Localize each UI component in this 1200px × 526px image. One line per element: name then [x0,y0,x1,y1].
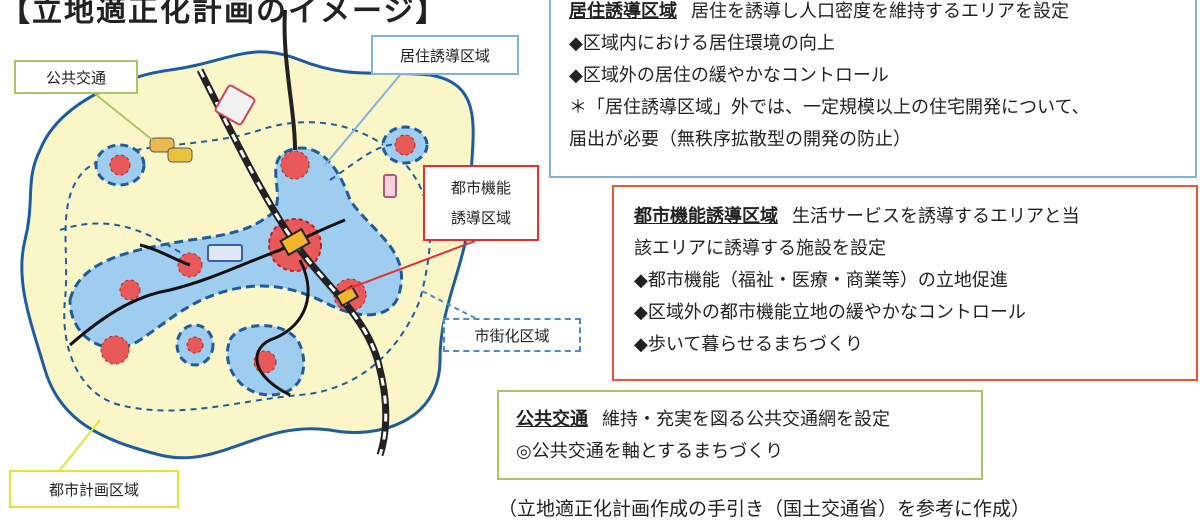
railway-line [196,68,390,457]
label-urbanization-area: 市街化区域 [443,318,581,352]
transit-route [255,259,310,397]
label-urban-function-line1: 都市機能 [450,179,511,197]
label-transit: 公共交通 [14,60,138,94]
station [334,284,360,308]
residential-item: 届出が必要（無秩序拡散型の開発の防止） [569,129,911,150]
car-icon [149,137,175,153]
residential-heading-line: 居住誘導区域居住を誘導し人口密度を維持するエリアを設定 [569,0,1195,28]
leader-line [324,74,401,166]
railway-line-north [282,9,297,151]
urban-function-info-box: 都市機能誘導区域生活サービスを誘導するエリアと当 該エリアに誘導する施設を設定 … [612,185,1198,381]
urban-core [186,336,204,354]
urban-core [119,279,141,301]
urban-desc: 生活サービスを誘導するエリアと当 [792,206,1080,227]
urban-core [394,134,416,156]
leader-line [419,289,476,319]
label-residential-area: 居住誘導区域 [371,35,519,75]
residential-item: ＊「居住誘導区域」外では、一定規模以上の住宅開発について、 [569,97,1090,118]
urban-desc-cont: 該エリアに誘導する施設を設定 [634,238,886,259]
urban-core [109,154,131,176]
train-icon [214,84,256,126]
label-city-planning-area: 都市計画区域 [9,470,179,508]
urban-heading: 都市機能誘導区域 [634,206,778,227]
source-credit: （立地適正化計画作成の手引き（国土交通省）を参考に作成） [498,498,1031,520]
page-title: 【立地適正化計画のイメージ】 [0,0,448,29]
urban-item: ◆歩いて暮らせるまちづくり [634,334,863,355]
tram-icon [383,174,397,198]
transit-heading-line: 公共交通維持・充実を図る公共交通網を設定 [516,404,981,436]
label-urban-function-line2: 誘導区域 [450,209,511,227]
urban-core [280,150,310,180]
transit-item: ◎公共交通を軸とするまちづくり [516,441,784,462]
transit-info-box: 公共交通維持・充実を図る公共交通網を設定 ◎公共交通を軸とするまちづくり [497,390,983,480]
label-urban-function-area: 都市機能 誘導区域 [423,165,539,241]
concept-map [20,9,476,471]
transit-heading: 公共交通 [516,409,588,430]
residential-info-box: 居住誘導区域居住を誘導し人口密度を維持するエリアを設定 ◆区域内における居住環境… [549,0,1197,178]
residential-item: ◆区域内における居住環境の向上 [569,33,835,54]
transit-route [139,243,191,267]
residential-desc: 居住を誘導し人口密度を維持するエリアを設定 [691,1,1069,22]
leader-line [59,419,101,471]
bus-icon [207,244,243,262]
transit-desc: 維持・充実を図る公共交通網を設定 [602,409,890,430]
urban-heading-line: 都市機能誘導区域生活サービスを誘導するエリアと当 [634,201,1196,233]
urban-item: ◆都市機能（福祉・医療・商業等）の立地促進 [634,270,1008,291]
residential-heading: 居住誘導区域 [569,1,677,22]
car-icon [167,147,193,163]
urban-item: ◆区域外の都市機能立地の緩やかなコントロール [634,302,1026,323]
urban-core [100,335,130,365]
residential-item: ◆区域外の居住の緩やかなコントロール [569,65,889,86]
leader-line [344,240,476,291]
station-main [279,227,311,257]
leader-line [94,93,156,143]
